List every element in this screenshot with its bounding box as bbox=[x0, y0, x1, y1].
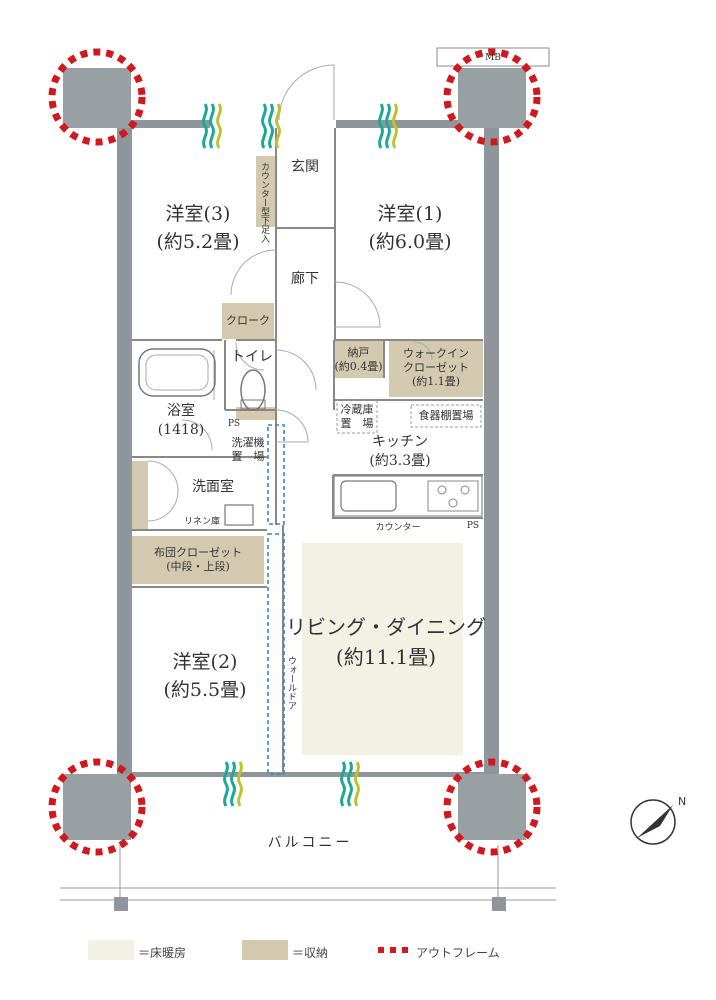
room-washroom: 洗面室 bbox=[192, 479, 234, 495]
legend-outframe: アウトフレーム bbox=[416, 946, 500, 960]
room-bath: 浴室(1418) bbox=[157, 403, 205, 438]
bathtub bbox=[138, 348, 216, 397]
room-fridge: 冷蔵庫置 場 bbox=[340, 403, 374, 430]
storage-washroom-shelf bbox=[131, 461, 148, 529]
room-entrance: 玄関 bbox=[291, 159, 319, 175]
fridge-space bbox=[336, 399, 378, 434]
compass-north-icon: N bbox=[630, 795, 686, 845]
room-wall-door: ウォールドア bbox=[286, 656, 296, 710]
storage-futon bbox=[132, 536, 264, 584]
outer-walls bbox=[117, 120, 499, 777]
room-shoe-counter: カウンター型下足入 bbox=[259, 162, 269, 243]
legend-storage-swatch bbox=[242, 940, 288, 960]
legend-floor-heating-swatch bbox=[88, 940, 134, 960]
storage-shoe-counter bbox=[256, 156, 277, 227]
ps-top: PS bbox=[227, 419, 241, 429]
legend-floor-heating: ＝床暖房 bbox=[138, 946, 187, 960]
floor-heating-zone bbox=[302, 543, 463, 755]
balcony bbox=[60, 845, 556, 901]
room-storage: 納戸(約0.4畳) bbox=[334, 346, 383, 373]
storage-nando bbox=[334, 341, 383, 378]
room-cloak: クローク bbox=[226, 314, 270, 327]
washbasin bbox=[224, 504, 254, 526]
svg-text:N: N bbox=[678, 795, 686, 808]
room-living: リビング・ダイニング(約11.1畳) bbox=[286, 615, 486, 669]
room-western2: 洋室(2)(約5.5畳) bbox=[163, 651, 247, 701]
legend-storage: ＝収納 bbox=[292, 946, 329, 960]
cupboard-space bbox=[410, 404, 482, 428]
wall-door bbox=[267, 424, 285, 775]
kitchen-counter bbox=[333, 475, 483, 517]
room-hallway: 廊下 bbox=[291, 271, 319, 287]
room-linen: リネン庫 bbox=[183, 517, 220, 527]
room-futon: 布団クローゼット(中段・上段) bbox=[154, 546, 242, 573]
room-western1: 洋室(1)(約6.0畳) bbox=[368, 203, 452, 253]
room-walkin: ウォークインクローゼット(約1.1畳) bbox=[403, 347, 469, 388]
mb-label: MB bbox=[485, 53, 501, 63]
outframe-markers bbox=[48, 48, 541, 856]
interior-walls bbox=[132, 128, 483, 775]
kitchen-sink bbox=[340, 480, 397, 512]
columns bbox=[63, 68, 526, 840]
room-cupboard: 食器棚置場 bbox=[418, 409, 474, 422]
stove-icon bbox=[427, 480, 479, 512]
legend-outframe-swatch bbox=[378, 947, 408, 953]
room-western3: 洋室(3)(約5.2畳) bbox=[156, 203, 240, 253]
toilet-bowl bbox=[240, 369, 266, 411]
ps-kitchen: PS bbox=[466, 521, 480, 531]
room-washing-machine: 洗濯機置 場 bbox=[231, 436, 265, 463]
room-toilet: トイレ bbox=[231, 349, 273, 365]
room-counter: カウンター bbox=[375, 523, 421, 533]
storage-walkin bbox=[389, 341, 483, 397]
room-balcony: バルコニー bbox=[267, 835, 353, 851]
room-kitchen: キッチン(約3.3畳) bbox=[369, 434, 431, 469]
storage-cloak bbox=[222, 303, 274, 339]
